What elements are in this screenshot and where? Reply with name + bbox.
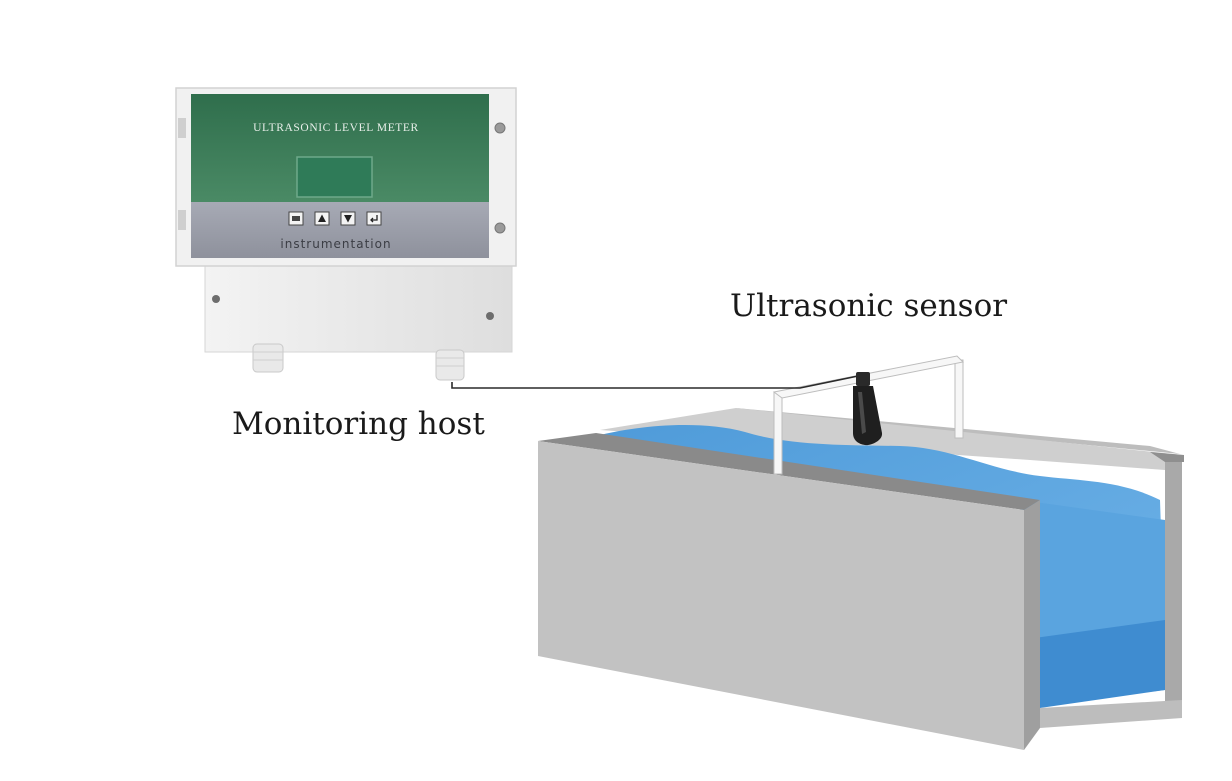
- frame-screw-bottom-right: [494, 222, 506, 234]
- sensor-mount: [856, 372, 870, 386]
- frame-screw-top-right: [494, 122, 506, 134]
- water-surface: [596, 425, 1165, 650]
- down-arrow-icon: [344, 215, 352, 223]
- hinge-bottom-left: [178, 210, 186, 230]
- enclosure-screw-left: [212, 295, 220, 303]
- cable-gland-right: [435, 349, 465, 381]
- panel-grey-face: [191, 202, 489, 258]
- channel-front-wall-top: [538, 433, 1040, 510]
- monitoring-host-device: ULTRASONIC LEVEL METER instrumentation: [175, 87, 517, 381]
- channel-front-wall: [538, 441, 1024, 750]
- ultrasonic-sensor-label: Ultrasonic sensor: [730, 288, 1008, 324]
- bracket-post-right: [954, 359, 964, 439]
- channel-right-wall-inner: [1165, 455, 1182, 708]
- enclosure-screw-right: [486, 312, 494, 320]
- host-lower-enclosure: [204, 261, 513, 353]
- lcd-display: [296, 156, 373, 198]
- channel-floor-water: [1020, 620, 1165, 708]
- sensor-body: [853, 386, 883, 446]
- keypad: [288, 211, 382, 226]
- channel-floor-edge: [1040, 700, 1182, 728]
- panel-title: ULTRASONIC LEVEL METER: [253, 122, 419, 134]
- panel-brand: instrumentation: [280, 237, 391, 251]
- mode-button-icon: [292, 216, 300, 221]
- signal-cable: [451, 375, 859, 389]
- monitoring-host-label: Monitoring host: [232, 406, 485, 442]
- enter-button[interactable]: [366, 211, 382, 226]
- channel-right-wall-top: [1150, 452, 1184, 462]
- bracket-post-left: [773, 391, 783, 475]
- cable-gland-left: [252, 343, 284, 373]
- channel-front-wall-side: [1024, 500, 1040, 750]
- sensor-highlight: [858, 392, 866, 434]
- hinge-top-left: [178, 118, 186, 138]
- up-arrow-icon: [318, 214, 326, 222]
- ultrasonic-sensor-probe: [853, 372, 883, 446]
- water-channel: [538, 408, 1184, 750]
- enter-icon: [370, 215, 378, 223]
